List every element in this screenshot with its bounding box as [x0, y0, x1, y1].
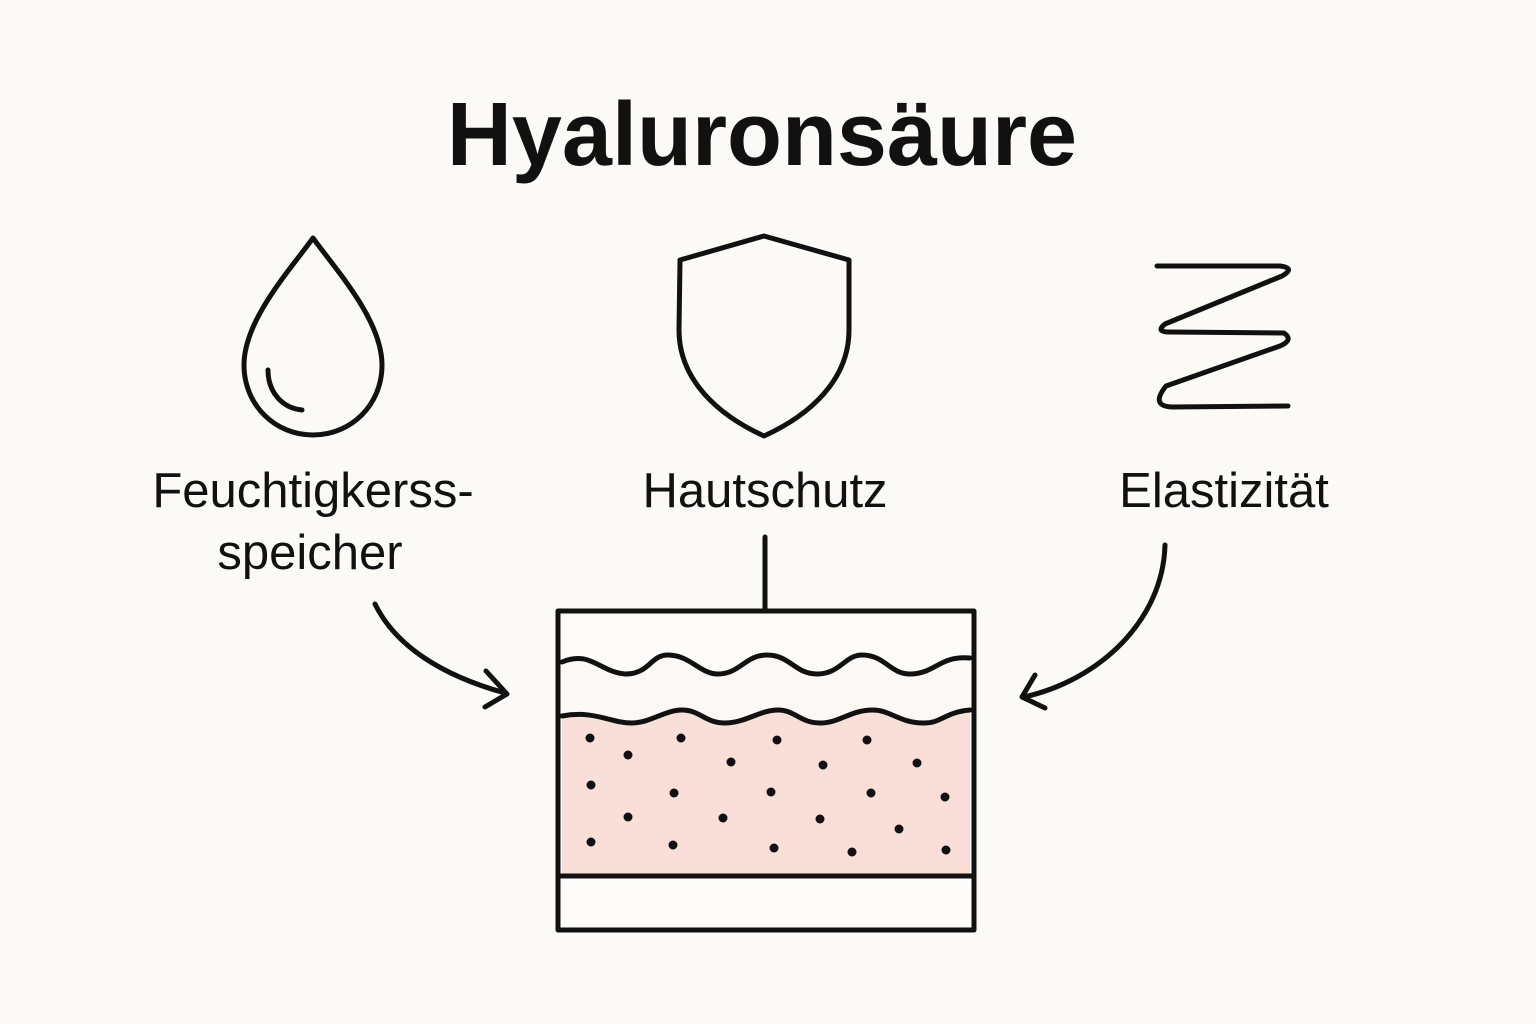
feature-label-moisture-line2: speicher: [217, 526, 402, 580]
spring-icon: [1154, 263, 1291, 410]
molecule-dot: [815, 814, 825, 824]
molecule-dot: [866, 788, 876, 798]
molecule-dot: [586, 837, 596, 847]
molecule-dot: [623, 750, 633, 760]
molecule-dot: [894, 824, 904, 834]
molecule-dot: [941, 845, 951, 855]
molecule-dot: [669, 788, 679, 798]
diagram-title: Hyaluronsäure: [447, 85, 1077, 185]
skin-cross-section: [555, 608, 977, 933]
molecule-dot: [772, 735, 782, 745]
molecule-dot: [623, 812, 633, 822]
feature-label-elasticity: Elastizität: [1119, 464, 1329, 518]
feature-label-protection: Hautschutz: [642, 464, 887, 518]
molecule-dot: [726, 757, 736, 767]
molecule-dot: [847, 847, 857, 857]
molecule-dot: [940, 792, 950, 802]
molecule-dot: [912, 758, 922, 768]
dermis-layer: [562, 710, 970, 875]
arrow-moisture: [372, 601, 510, 710]
molecule-dot: [766, 787, 776, 797]
molecule-dot: [668, 840, 678, 850]
epidermis-layer: [562, 655, 970, 724]
molecule-dot: [818, 760, 828, 770]
feature-label-moisture: Feuchtigkerss-: [152, 464, 473, 518]
water-drop-icon: [241, 235, 385, 438]
shield-icon: [676, 233, 852, 439]
molecule-dot: [769, 843, 779, 853]
molecule-dot: [586, 780, 596, 790]
molecule-dot: [585, 733, 595, 743]
hyaluronic-molecules: [585, 733, 951, 857]
arrow-elasticity: [1019, 542, 1168, 711]
molecule-dot: [718, 813, 728, 823]
molecule-dot: [862, 735, 872, 745]
molecule-dot: [676, 733, 686, 743]
